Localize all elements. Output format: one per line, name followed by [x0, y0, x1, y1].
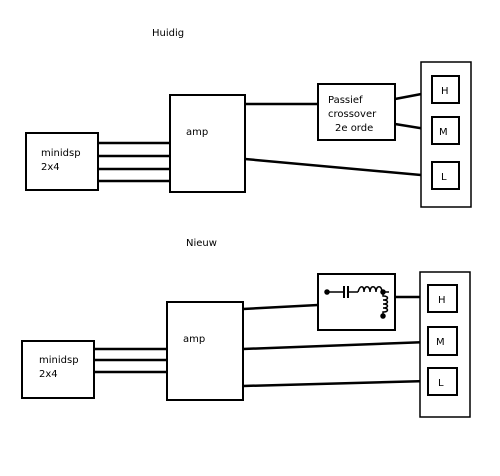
bottom-amp-mid-wire	[242, 340, 429, 351]
top-driver-high	[431, 75, 460, 104]
bottom-driver-mid	[427, 326, 458, 356]
bottom-amp-low-wire	[242, 379, 429, 388]
top-driver-low	[431, 161, 460, 190]
bottom-amp-filter-wire	[242, 303, 319, 311]
top-driver-low-label: L	[441, 172, 447, 183]
title-huidig: Huidig	[152, 28, 184, 39]
top-minidsp-label-2: 2x4	[41, 162, 60, 173]
bottom-minidsp-label-2: 2x4	[39, 369, 58, 380]
top-minidsp-label-1: minidsp	[41, 148, 81, 159]
top-minidsp-box	[25, 132, 99, 191]
top-driver-mid-label: M	[439, 127, 448, 138]
top-crossover-label-2: crossover	[328, 109, 377, 120]
bottom-amp-label: amp	[183, 334, 205, 345]
top-dsp-amp-wires	[98, 141, 170, 183]
bottom-driver-high	[427, 284, 458, 313]
bottom-filter-box	[317, 273, 396, 331]
bottom-dsp-amp-wires	[94, 347, 167, 374]
bottom-minidsp-label-1: minidsp	[39, 355, 79, 366]
top-amp-box	[169, 94, 246, 193]
top-amp-label: amp	[186, 127, 208, 138]
top-crossover-label-1: Passief	[328, 95, 363, 106]
top-crossover-box	[317, 83, 396, 141]
top-crossover-label-3: 2e orde	[335, 123, 373, 134]
bottom-filter-schematic	[324, 286, 389, 319]
top-amp-low-wire	[244, 157, 433, 178]
bottom-driver-mid-label: M	[436, 337, 445, 348]
bottom-driver-high-label: H	[438, 295, 446, 306]
bottom-driver-low	[427, 367, 458, 396]
title-nieuw: Nieuw	[186, 238, 217, 249]
bottom-minidsp-box	[21, 340, 95, 399]
top-driver-mid	[431, 116, 460, 145]
bottom-amp-box	[166, 301, 244, 401]
bottom-driver-low-label: L	[438, 378, 444, 389]
top-driver-high-label: H	[441, 86, 449, 97]
